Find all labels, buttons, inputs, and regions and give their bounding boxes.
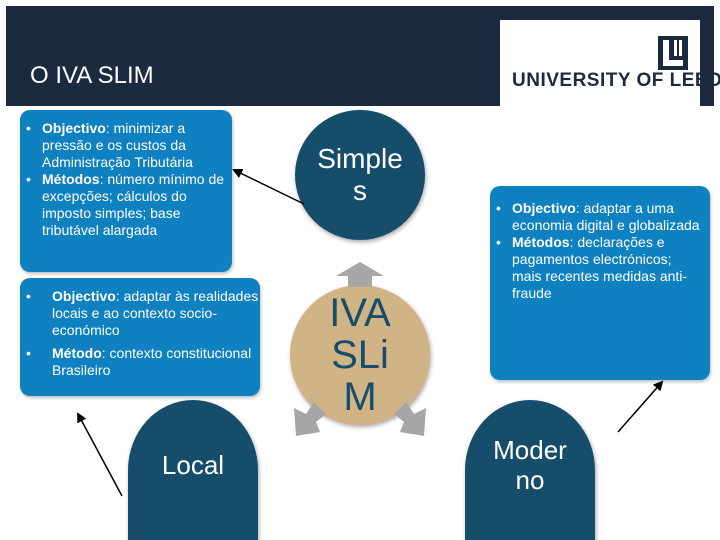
- arrow-down-left-icon: [294, 402, 326, 436]
- node-label: Simple s: [317, 143, 403, 206]
- node-label: Local: [161, 449, 225, 480]
- arrow-down-right-icon: [394, 402, 426, 436]
- node-local: Local: [128, 400, 258, 540]
- item-label: Método: [52, 345, 102, 361]
- connector-simples-to-box: [232, 168, 305, 205]
- node-simples: Simple s: [295, 110, 425, 240]
- item-text: : número mínimo de excepções; cálculos d…: [42, 171, 225, 238]
- leeds-crest-icon: [658, 36, 688, 70]
- node-moderno: Moder no: [465, 400, 595, 540]
- item-text: : minimizar a pressão e os custos da Adm…: [42, 120, 193, 170]
- item-text: : declarações e pagamentos electrónicos;…: [512, 234, 688, 301]
- box-mid-left: •Objectivo: adaptar às realidades locais…: [20, 278, 260, 396]
- list-item: •Objectivo: adaptar às realidades locais…: [26, 288, 259, 338]
- list-item: •Método: contexto constitucional Brasile…: [26, 345, 252, 378]
- list-item: •Objectivo: adaptar a uma economia digit…: [496, 200, 700, 233]
- node-label: IVA SLi M: [329, 291, 391, 419]
- logo-text: UNIVERSITY OF LEEDS: [512, 70, 720, 91]
- item-label: Métodos: [42, 171, 100, 187]
- item-text: : adaptar a uma economia digital e globa…: [512, 200, 700, 233]
- list-item: •Métodos: declarações e pagamentos elect…: [496, 234, 688, 301]
- node-iva-slim: IVA SLi M: [290, 285, 430, 425]
- university-logo: UNIVERSITY OF LEEDS: [500, 20, 720, 106]
- item-label: Métodos: [512, 234, 570, 250]
- connector-local-to-box: [77, 412, 123, 497]
- item-text: : adaptar às realidades locais e ao cont…: [52, 288, 259, 338]
- list-item: •Métodos: número mínimo de excepções; cá…: [26, 171, 225, 238]
- item-label: Objectivo: [512, 200, 576, 216]
- page-title: O IVA SLIM: [30, 62, 154, 89]
- item-label: Objectivo: [52, 288, 116, 304]
- list-item: •Objectivo: minimizar a pressão e os cus…: [26, 120, 193, 170]
- node-label: Moder no: [493, 435, 567, 495]
- item-text: : contexto constitucional Brasileiro: [52, 345, 252, 378]
- item-label: Objectivo: [42, 120, 106, 136]
- connector-moderno-to-box: [617, 380, 664, 433]
- box-right: •Objectivo: adaptar a uma economia digit…: [490, 186, 710, 380]
- box-top-left: •Objectivo: minimizar a pressão e os cus…: [20, 110, 232, 272]
- arrow-up-icon: [336, 262, 384, 287]
